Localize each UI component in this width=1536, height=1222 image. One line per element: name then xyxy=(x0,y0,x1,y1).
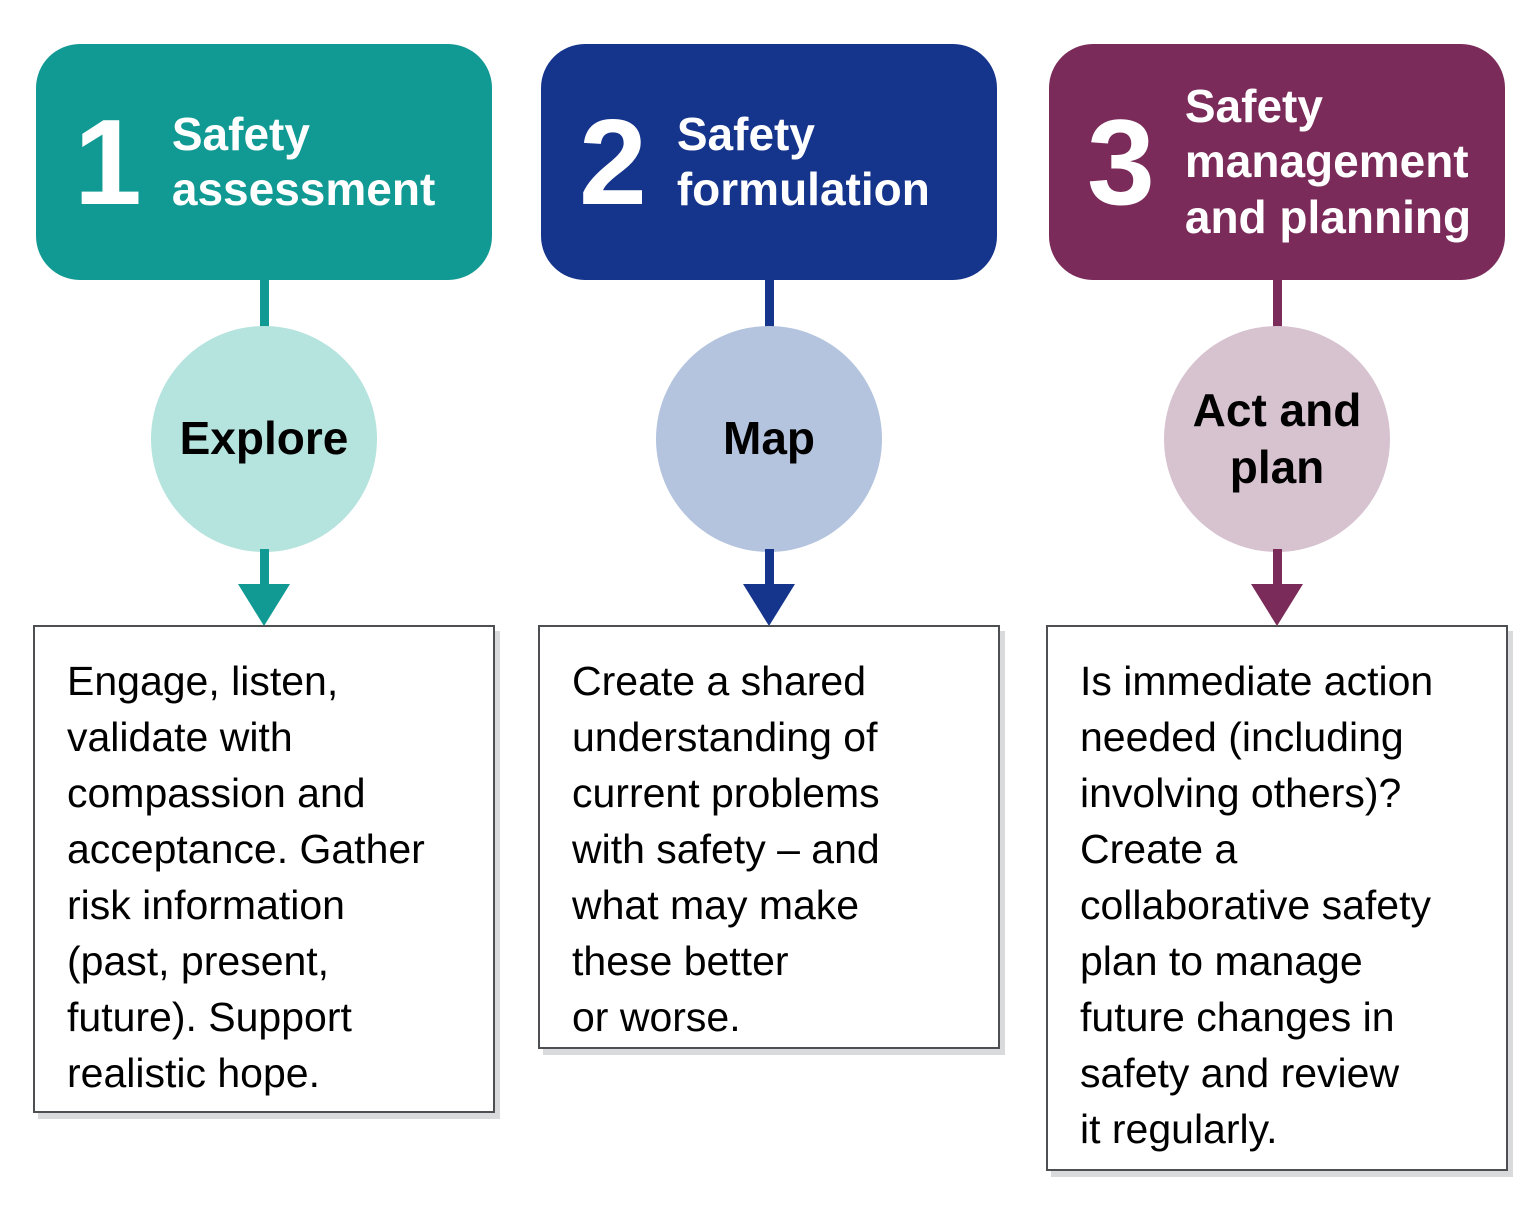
connector-line xyxy=(260,276,269,330)
stage-1-description: Engage, listen, validate with compassion… xyxy=(67,658,425,1096)
stage-column-1: 1 Safety assessment Explore Engage, list… xyxy=(33,0,497,1222)
connector-line xyxy=(765,276,774,330)
stage-2-description: Create a shared understanding of current… xyxy=(572,658,880,1040)
arrow-down-icon xyxy=(238,584,290,626)
arrow-down-icon xyxy=(743,584,795,626)
stage-2-circle-label: Map xyxy=(723,412,815,465)
stage-3-description: Is immediate action needed (including in… xyxy=(1080,658,1434,1152)
stage-2-number: 2 xyxy=(579,94,647,230)
stage-2-title: Safety formulation xyxy=(676,107,930,215)
stage-1-title: Safety assessment xyxy=(171,107,436,215)
stage-2-description-box: Create a shared understanding of current… xyxy=(538,625,1000,1049)
stage-1-description-box: Engage, listen, validate with compassion… xyxy=(33,625,495,1113)
stage-3-title: Safety management and planning xyxy=(1184,80,1472,243)
arrow-down-icon xyxy=(1251,584,1303,626)
connector-line xyxy=(260,549,269,587)
stage-1-number: 1 xyxy=(74,94,142,230)
stage-3-number: 3 xyxy=(1087,94,1155,230)
stage-1-circle-label: Explore xyxy=(179,412,349,465)
stage-3-header: 3 Safety management and planning xyxy=(1049,44,1505,280)
stage-3-circle: Act and plan xyxy=(1164,326,1390,552)
stage-column-2: 2 Safety formulation Map Create a shared… xyxy=(538,0,1002,1222)
stage-3-circle-label: Act and plan xyxy=(1192,383,1362,494)
stage-2-circle: Map xyxy=(656,326,882,552)
connector-line xyxy=(1273,549,1282,587)
stage-3-description-box: Is immediate action needed (including in… xyxy=(1046,625,1508,1171)
connector-line xyxy=(1273,276,1282,330)
stage-2-header: 2 Safety formulation xyxy=(541,44,997,280)
connector-line xyxy=(765,549,774,587)
stage-1-circle: Explore xyxy=(151,326,377,552)
stage-1-header: 1 Safety assessment xyxy=(36,44,492,280)
stage-column-3: 3 Safety management and planning Act and… xyxy=(1046,0,1510,1222)
